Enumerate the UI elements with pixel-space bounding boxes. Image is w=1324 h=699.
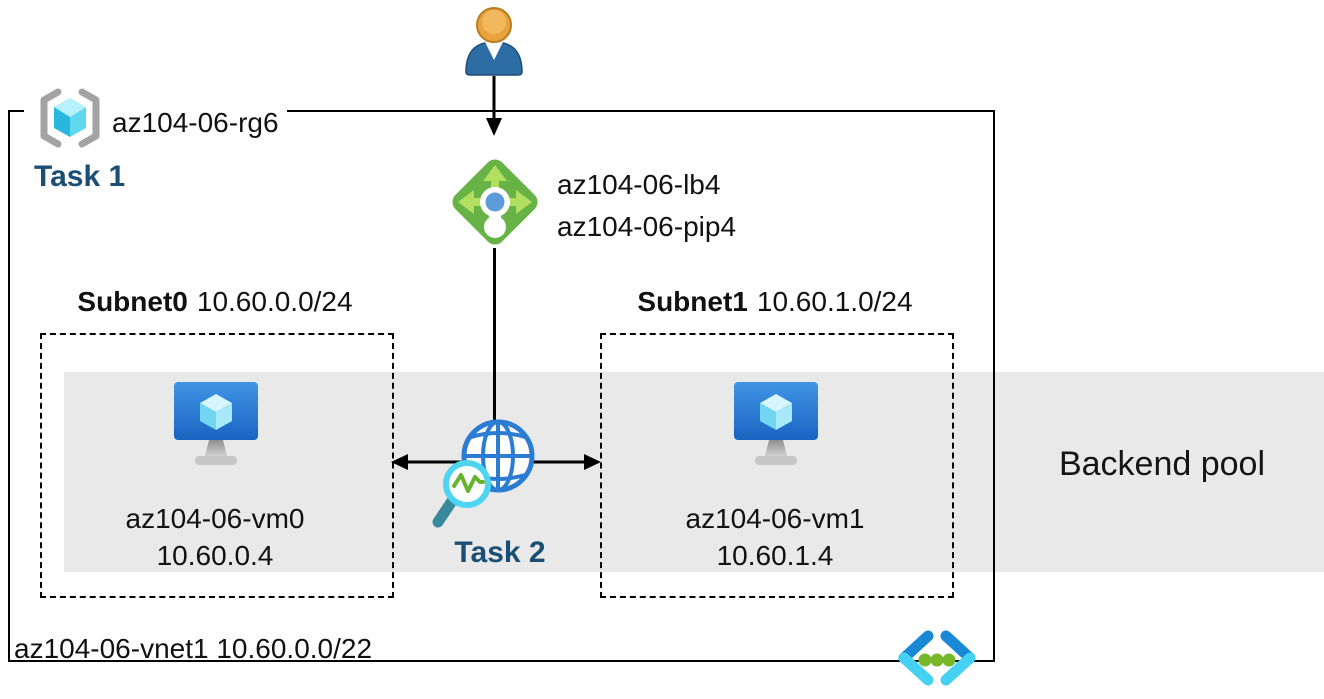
- vm1-ip-label: 10.60.1.4: [716, 540, 834, 571]
- vm0-labels: az104-06-vm0 10.60.0.4: [40, 500, 390, 574]
- vm1-labels: az104-06-vm1 10.60.1.4: [600, 500, 950, 574]
- task2-label: Task 2: [454, 536, 546, 569]
- lb-name-label: az104-06-lb4: [557, 169, 721, 200]
- virtual-network-icon: [893, 629, 981, 691]
- vm0-name-label: az104-06-vm0: [125, 503, 305, 534]
- vnet-label: az104-06-vnet1 10.60.0.0/22: [14, 633, 373, 664]
- vm1-icon: [728, 374, 824, 470]
- resource-group-icon: [24, 86, 116, 150]
- vm0-icon: [168, 374, 264, 470]
- pip-name-label: az104-06-pip4: [557, 211, 737, 242]
- subnet0-cidr: 10.60.0.0/24: [196, 286, 353, 317]
- user-icon: [459, 4, 529, 76]
- user-to-lb-arrow: [482, 76, 506, 138]
- vm0-ip-label: 10.60.0.4: [156, 540, 274, 571]
- subnet0-label: Subnet0 10.60.0.0/24: [40, 285, 390, 319]
- vm1-name-label: az104-06-vm1: [685, 503, 865, 534]
- subnet0-box: [40, 333, 394, 598]
- subnet1-label: Subnet1 10.60.1.0/24: [600, 285, 950, 319]
- subnet1-name: Subnet1: [637, 286, 748, 317]
- load-balancer-icon: [445, 152, 545, 252]
- subnet1-box: [600, 333, 954, 598]
- subnet1-cidr: 10.60.1.0/24: [756, 286, 913, 317]
- network-watcher-icon: [425, 415, 565, 535]
- subnet0-name: Subnet0: [77, 286, 188, 317]
- resource-group-label: az104-06-rg6: [104, 106, 287, 140]
- task1-label: Task 1: [34, 160, 126, 193]
- resource-group-boundary: [8, 110, 995, 662]
- backend-pool-band: [64, 372, 1324, 572]
- load-balancer-labels: az104-06-lb4 az104-06-pip4: [557, 164, 736, 248]
- backend-pool-label: Backend pool: [1058, 445, 1266, 483]
- lb-to-watcher-line: [493, 248, 496, 428]
